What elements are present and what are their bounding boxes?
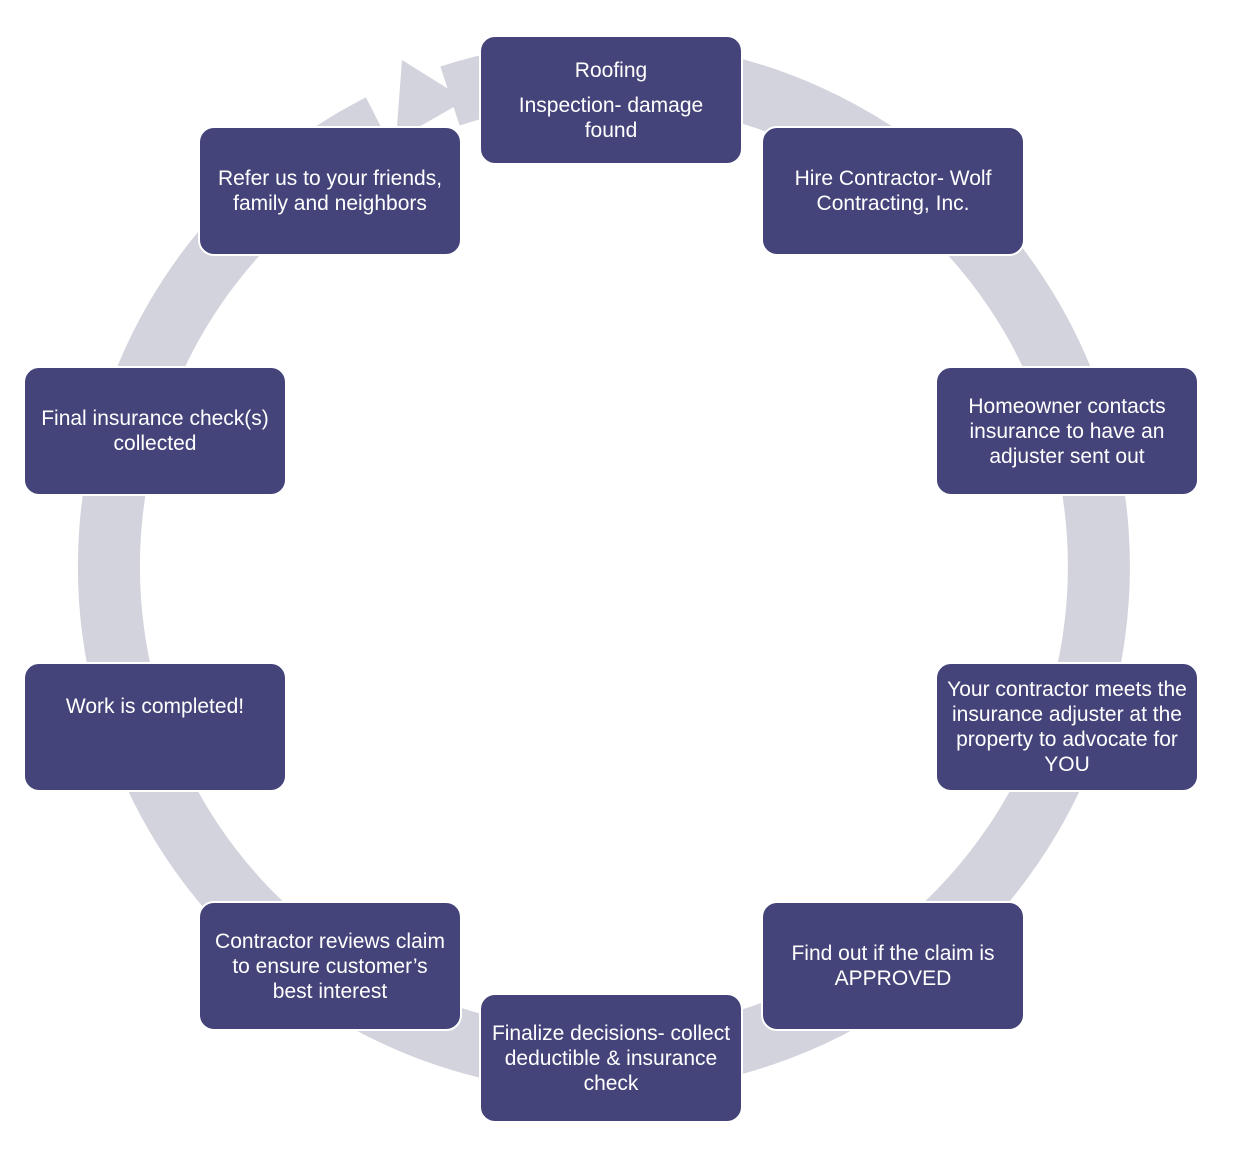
step-finalize-decisions: Finalize decisions- collect deductible &… <box>479 993 743 1123</box>
step-text: Contractor reviews claim to ensure custo… <box>215 929 445 1003</box>
step-title: Roofing <box>574 58 648 82</box>
step-claim-approved: Find out if the claim is APPROVED <box>761 901 1025 1031</box>
step-roofing-inspection: Roofing Inspection- damage found <box>479 35 743 165</box>
step-text: Work is completed! <box>65 695 245 718</box>
step-work-completed: Work is completed! <box>23 662 287 792</box>
step-meet-adjuster: Your contractor meets the insurance adju… <box>935 662 1199 792</box>
step-text: Homeowner contacts insurance to have an … <box>968 394 1166 468</box>
step-text: Hire Contractor- Wolf Contracting, Inc. <box>794 167 992 215</box>
step-text: Final insurance check(s) collected <box>41 407 269 455</box>
step-hire-contractor: Hire Contractor- Wolf Contracting, Inc. <box>761 126 1025 256</box>
step-refer-us: Refer us to your friends, family and nei… <box>198 126 462 256</box>
step-contact-insurance: Homeowner contacts insurance to have an … <box>935 366 1199 496</box>
step-text: Your contractor meets the insurance adju… <box>947 678 1187 776</box>
cycle-arrowhead <box>396 60 466 140</box>
step-text: Inspection- damage found <box>518 93 704 142</box>
step-final-check: Final insurance check(s) collected <box>23 366 287 496</box>
step-text: Finalize decisions- collect deductible &… <box>491 1021 731 1095</box>
step-text: Find out if the claim is APPROVED <box>791 942 995 990</box>
step-contractor-reviews: Contractor reviews claim to ensure custo… <box>198 901 462 1031</box>
step-text: Refer us to your friends, family and nei… <box>217 167 443 215</box>
